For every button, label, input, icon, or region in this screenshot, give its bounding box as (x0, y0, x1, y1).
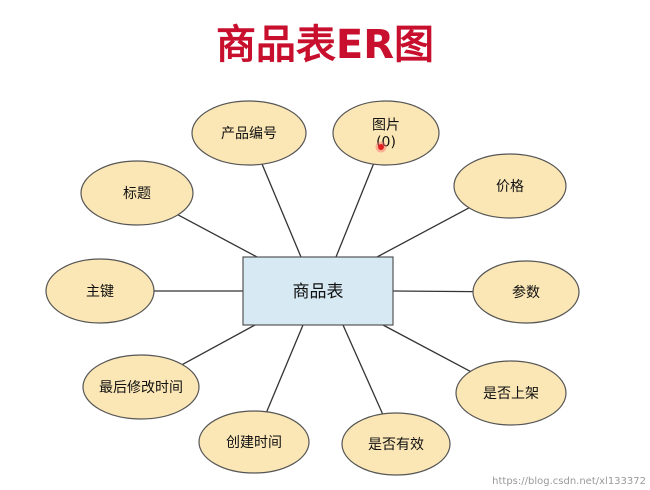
attribute-label: 参数 (512, 284, 540, 301)
attribute-params: 参数 (472, 260, 580, 324)
attribute-ellipse (332, 100, 440, 166)
attribute-label: 是否有效 (368, 437, 424, 453)
attribute-ellipse (472, 260, 580, 324)
connector-image (335, 163, 375, 258)
attribute-ellipse (45, 258, 155, 324)
attribute-ellipse (198, 410, 310, 474)
attribute-ellipse (453, 153, 567, 219)
watermark-text: https://blog.csdn.net/xl133372 (492, 476, 646, 487)
connector-product_no (261, 163, 302, 258)
attribute-label: 是否上架 (483, 386, 539, 402)
attribute-label: 产品编号 (221, 126, 277, 142)
diagram-title: 商品表ER图 (216, 22, 434, 68)
attribute-label: 价格 (496, 179, 524, 195)
attribute-product_no: 产品编号 (191, 100, 307, 166)
attribute-ellipse (82, 354, 200, 420)
entity-product-table: 商品表 (242, 256, 394, 326)
attribute-label: 标题 (123, 186, 151, 202)
attribute-ellipse (191, 100, 307, 166)
entity-box (242, 256, 394, 326)
attribute-image: 图片(0) (332, 100, 440, 166)
connector-params (392, 290, 474, 293)
laser-pointer-dot (375, 141, 387, 153)
attribute-headline: 标题 (80, 160, 194, 226)
connector-created_at (266, 324, 304, 413)
attribute-ellipse (455, 360, 567, 426)
attribute-ellipse (341, 412, 451, 476)
attribute-price: 价格 (453, 153, 567, 219)
connector-on_shelf (382, 324, 471, 372)
attribute-ellipse (80, 160, 194, 226)
connector-updated_at (181, 324, 256, 366)
connector-valid (342, 324, 384, 415)
connector-lines (154, 163, 474, 415)
attribute-label: 创建时间 (226, 435, 282, 451)
entity-label: 商品表 (293, 282, 344, 302)
attribute-primary_key: 主键 (45, 258, 155, 324)
attribute-label: 图片 (372, 118, 400, 134)
attribute-label: 最后修改时间 (99, 380, 183, 396)
attribute-created_at: 创建时间 (198, 410, 310, 474)
attribute-updated_at: 最后修改时间 (82, 354, 200, 420)
attribute-on_shelf: 是否上架 (455, 360, 567, 426)
attribute-label: 主键 (86, 284, 114, 300)
connector-headline (177, 214, 258, 258)
connector-price (376, 207, 470, 258)
attribute-valid: 是否有效 (341, 412, 451, 476)
